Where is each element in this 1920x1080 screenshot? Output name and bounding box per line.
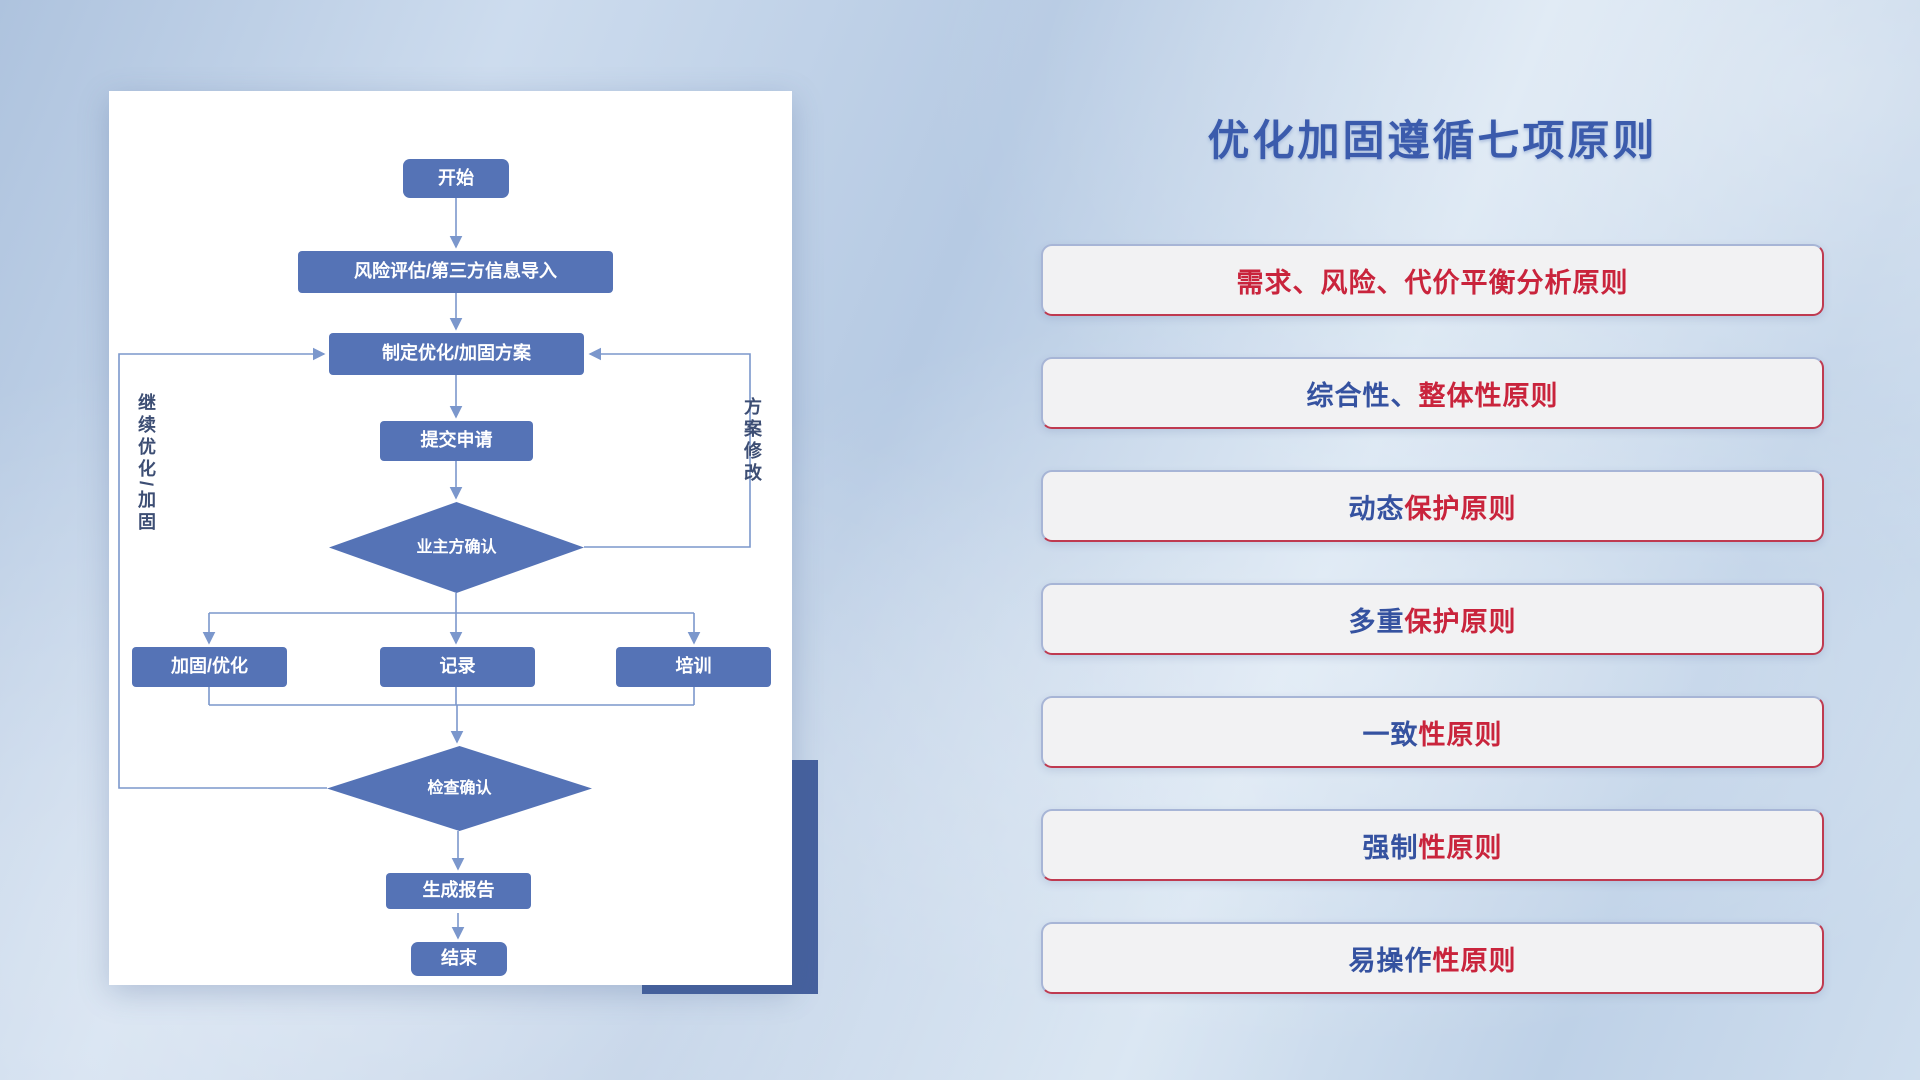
principles-list: 需求、风险、代价平衡分析原则综合性、整体性原则动态保护原则多重保护原则一致性原则… xyxy=(1041,244,1824,994)
loop-label-plan-revision: 方案修改 xyxy=(742,397,762,485)
connector-lines xyxy=(118,198,751,940)
principle-text-segment: 动态 xyxy=(1348,493,1405,524)
principle-text-segment: 性原则 xyxy=(1432,945,1517,976)
principle-item: 综合性、整体性原则 xyxy=(1041,357,1824,429)
flow-node-submit: 提交申请 xyxy=(380,421,533,461)
principle-text-segment: 保护原则 xyxy=(1404,493,1517,524)
flow-node-report: 生成报告 xyxy=(386,873,531,909)
principles-panel: 优化加固遵循七项原则 需求、风险、代价平衡分析原则综合性、整体性原则动态保护原则… xyxy=(1041,120,1824,994)
principle-item: 需求、风险、代价平衡分析原则 xyxy=(1041,244,1824,316)
principle-text-segment: 性原则 xyxy=(1418,719,1503,750)
principle-text-segment: 整体性原则 xyxy=(1418,380,1559,411)
flow-node-make-plan: 制定优化/加固方案 xyxy=(329,333,584,375)
loop-label-continue-optimize: 继续优化/加固 xyxy=(136,393,156,535)
flowchart-connectors xyxy=(118,198,751,940)
principle-text-segment: 需求、风险、代价平衡分析原则 xyxy=(1236,267,1629,298)
principles-title: 优化加固遵循七项原则 xyxy=(1207,117,1658,164)
principle-text-segment: 易操作 xyxy=(1348,945,1433,976)
principle-text-segment: 多重 xyxy=(1348,606,1405,637)
principle-text-segment: 强制 xyxy=(1362,832,1419,863)
flow-node-risk-import: 风险评估/第三方信息导入 xyxy=(298,251,613,293)
principle-item: 动态保护原则 xyxy=(1041,470,1824,542)
flow-node-end: 结束 xyxy=(411,942,507,976)
principle-item: 多重保护原则 xyxy=(1041,583,1824,655)
flow-node-reinforce: 加固/优化 xyxy=(132,647,287,687)
principle-item: 一致性原则 xyxy=(1041,696,1824,768)
flowchart-card: 开始 风险评估/第三方信息导入 制定优化/加固方案 提交申请 业主方确认 加固/… xyxy=(109,91,792,985)
flow-node-training: 培训 xyxy=(616,647,771,687)
principle-text-segment: 性原则 xyxy=(1418,832,1503,863)
flow-node-record: 记录 xyxy=(380,647,535,687)
principle-item: 易操作性原则 xyxy=(1041,922,1824,994)
principle-item: 强制性原则 xyxy=(1041,809,1824,881)
flow-node-start: 开始 xyxy=(403,159,509,198)
principle-text-segment: 一致 xyxy=(1362,719,1419,750)
principle-text-segment: 保护原则 xyxy=(1404,606,1517,637)
principle-text-segment: 综合性、 xyxy=(1306,380,1419,411)
